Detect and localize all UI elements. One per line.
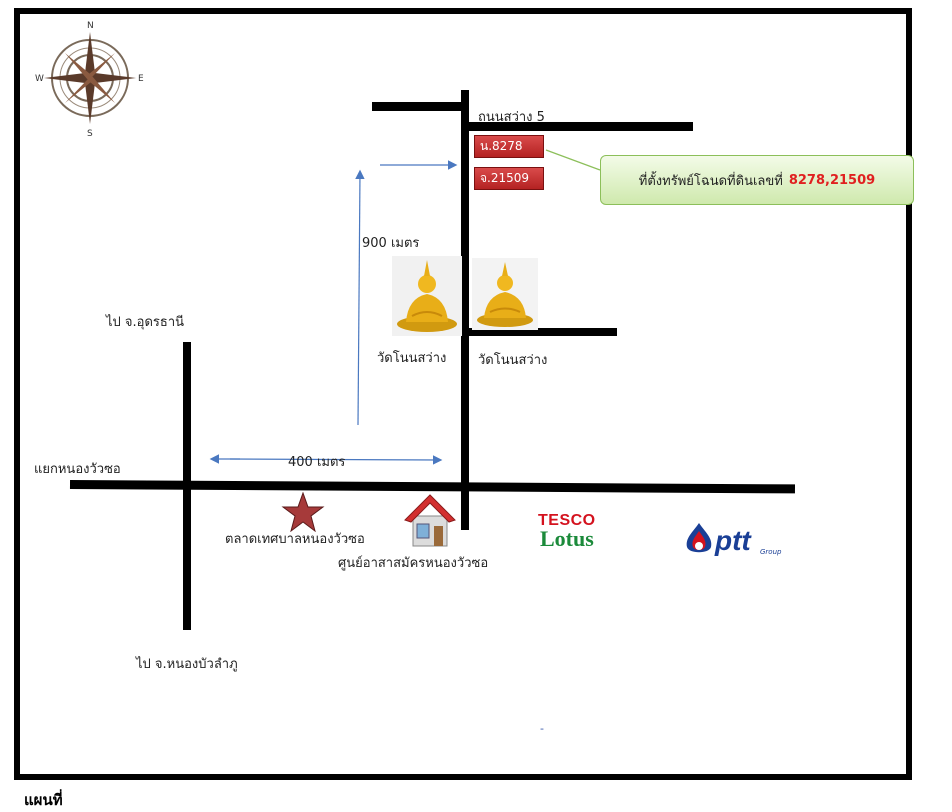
compass-west: W (35, 74, 44, 84)
label-to-udon: ไป จ.อุดรธานี (106, 315, 185, 330)
compass-rose-icon: N S W E (35, 21, 144, 138)
road-north-south-center (461, 90, 469, 530)
footer-heading: แผนที่ (24, 791, 63, 809)
parcel-1: น.8278 (474, 135, 544, 158)
compass-south: S (87, 129, 93, 138)
ptt-logo-text: ptt (715, 525, 751, 556)
arrow-east-leg (229, 455, 443, 465)
ptt-flame-icon (686, 523, 712, 553)
callout-pointer (545, 149, 601, 171)
label-to-nongbua: ไป จ.หนองบัวลำภู (136, 657, 238, 672)
callout-parcel-numbers: 8278,21509 (788, 172, 876, 188)
parcel-2: จ.21509 (474, 167, 544, 190)
label-temple-left: วัดโนนสว่าง (377, 351, 447, 366)
buddha-icon-left (392, 256, 462, 336)
label-volunteer-center: ศูนย์อาสาสมัครหนองวัวซอ (338, 556, 489, 571)
house-icon (404, 494, 456, 547)
label-distance-north: 900 เมตร (362, 236, 420, 251)
road-sawang5 (465, 122, 693, 131)
label-distance-east: 400 เมตร (288, 455, 346, 470)
road-north-south-left (183, 342, 191, 630)
buddha-icon-right (472, 258, 538, 330)
road-top-left-stub (372, 102, 462, 111)
property-callout: ที่ตั้งทรัพย์โฉนดที่ดินเลขที่ 8278,21509 (600, 155, 914, 205)
compass-east: E (138, 74, 144, 84)
label-sawang5-road: ถนนสว่าง 5 (478, 110, 545, 125)
tesco-logo-top: TESCO (538, 512, 596, 529)
label-temple-right: วัดโนนสว่าง (478, 353, 548, 368)
label-market: ตลาดเทศบาลหนองวัวซอ (225, 532, 365, 547)
stray-mark: - (540, 722, 544, 735)
tesco-logo-bottom: Lotus (540, 526, 594, 551)
arrow-north-leg (355, 169, 365, 426)
road-temple-branch (465, 328, 617, 336)
label-intersection: แยกหนองวัวซอ (34, 462, 121, 477)
ptt-logo-subtext: Group (760, 548, 782, 556)
compass-north: N (87, 21, 94, 31)
star-icon (281, 492, 325, 532)
callout-label: ที่ตั้งทรัพย์โฉนดที่ดินเลขที่ (638, 173, 783, 189)
